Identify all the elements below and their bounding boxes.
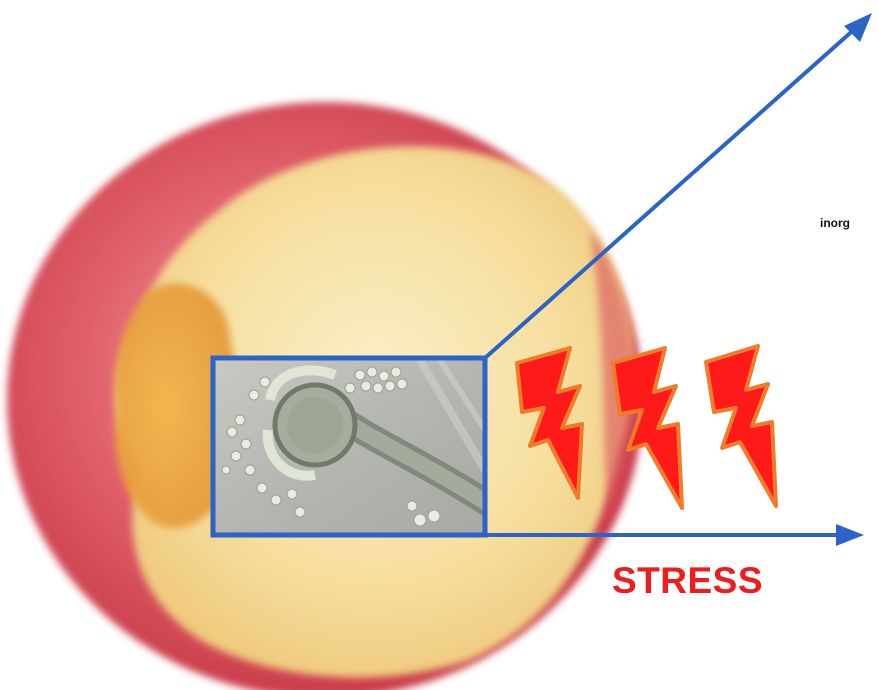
arrow-head-icon [836,524,864,546]
side-label: inorg [820,216,850,230]
stress-label: STRESS [612,560,763,602]
lightning-bolt-icon [706,346,776,506]
arrow-head-icon [844,13,872,42]
microscope-inset-image [213,358,490,535]
